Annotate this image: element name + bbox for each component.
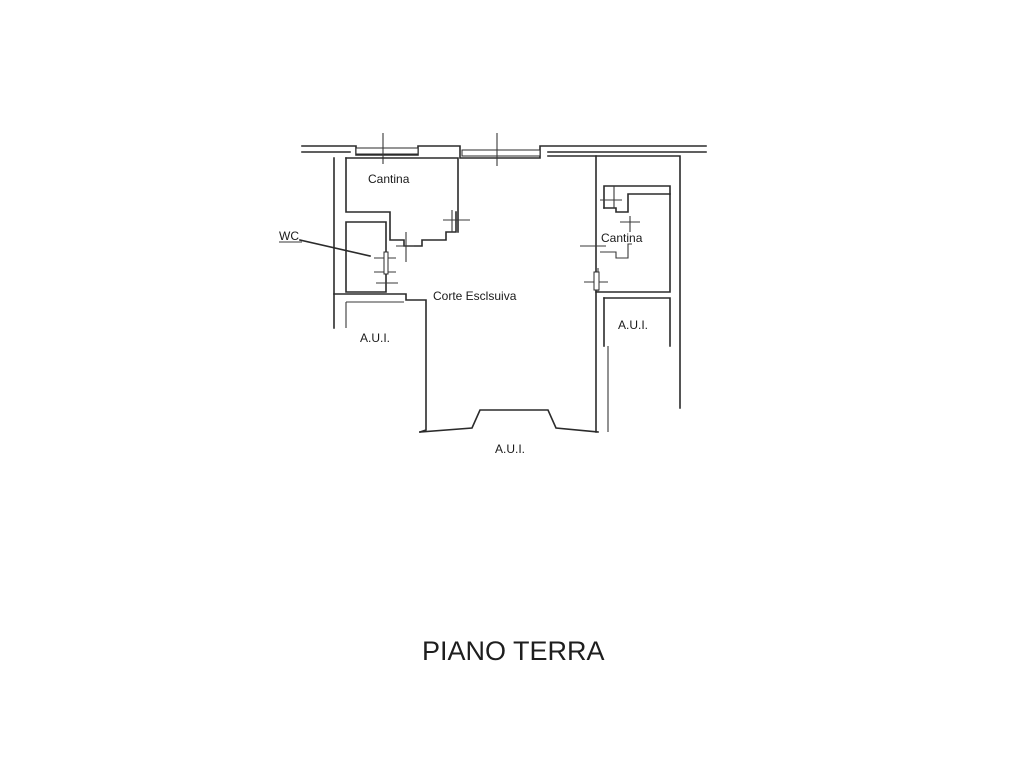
left-rooms-outline [333, 157, 470, 434]
room-label-aui-left: A.U.I. [360, 331, 391, 345]
room-label-wc: WC [279, 229, 299, 243]
courtyard-bottom-edge [419, 291, 599, 433]
room-label-corte-esclusiva: Corte Esclsuiva [433, 289, 517, 303]
room-label-aui-bottom: A.U.I. [495, 442, 526, 456]
top-windows [355, 133, 541, 166]
right-rooms-outline [580, 155, 671, 293]
right-aui-outline [603, 297, 671, 432]
room-label-aui-right: A.U.I. [618, 318, 649, 332]
room-label-cantina-left: Cantina [368, 172, 410, 186]
floor-title: PIANO TERRA [422, 636, 605, 666]
room-label-cantina-right: Cantina [601, 231, 643, 245]
wc-door-marks [279, 232, 414, 284]
